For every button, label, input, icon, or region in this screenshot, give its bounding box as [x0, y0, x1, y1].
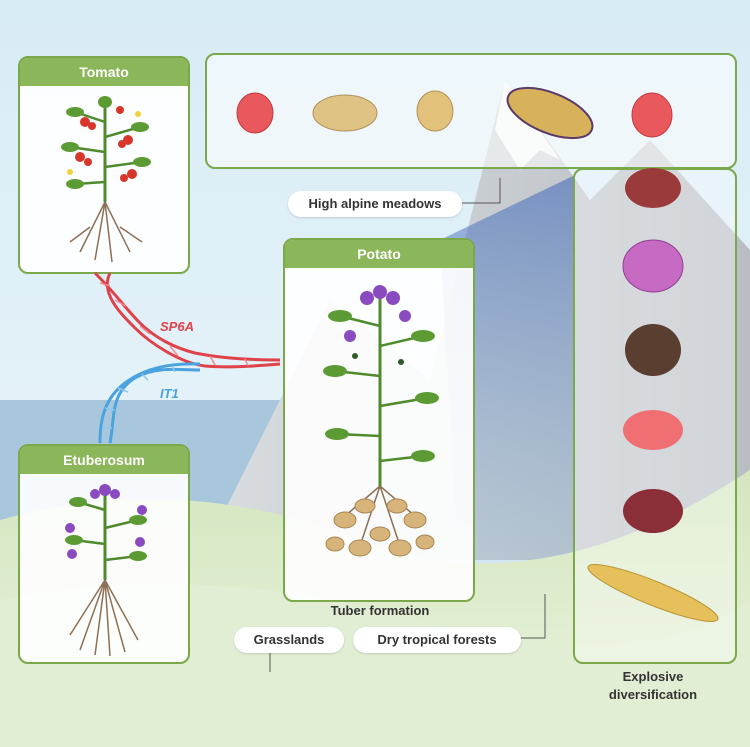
tomato-plant-illustration — [61, 96, 151, 263]
dark-red-tuber — [625, 168, 681, 208]
beige-tuber-2 — [416, 90, 454, 132]
potato-title: Potato — [285, 240, 473, 268]
brown-tuber — [625, 324, 681, 376]
it1-label: IT1 — [160, 386, 179, 401]
etuberosum-title: Etuberosum — [20, 446, 188, 474]
it1-helix — [98, 362, 201, 444]
forest-connector — [520, 594, 546, 639]
red-tuber-2 — [631, 92, 673, 138]
etuberosum-panel: Etuberosum — [18, 444, 190, 664]
dry-tropical-forests-label: Dry tropical forests — [353, 627, 521, 653]
long-yellow-tuber — [587, 564, 719, 622]
potato-panel: Potato — [283, 238, 475, 602]
explosive-line-2: diversification — [608, 687, 698, 702]
sp6a-label: SP6A — [160, 319, 194, 334]
pink-tuber — [623, 410, 683, 450]
etuberosum-plant-illustration — [65, 484, 147, 657]
tomato-title: Tomato — [20, 58, 188, 86]
tuber-row-top — [236, 86, 673, 140]
striped-tuber — [506, 86, 594, 140]
sp6a-helix — [93, 271, 281, 369]
explosive-diversification-label: Explosive diversification — [583, 668, 723, 704]
beige-tuber-1 — [312, 94, 378, 132]
red-tuber-1 — [236, 92, 274, 134]
dna-helices — [93, 271, 281, 444]
alpine-connector — [462, 178, 501, 204]
maroon-tuber — [623, 489, 683, 533]
purple-tuber — [622, 239, 684, 293]
grasslands-label: Grasslands — [234, 627, 344, 653]
tuber-formation-label: Tuber formation — [330, 603, 430, 618]
tomato-panel: Tomato — [18, 56, 190, 274]
alpine-meadows-label: High alpine meadows — [288, 191, 462, 217]
explosive-line-1: Explosive — [622, 669, 684, 684]
tuber-column-right — [587, 168, 719, 622]
potato-plant-illustration — [323, 285, 439, 557]
